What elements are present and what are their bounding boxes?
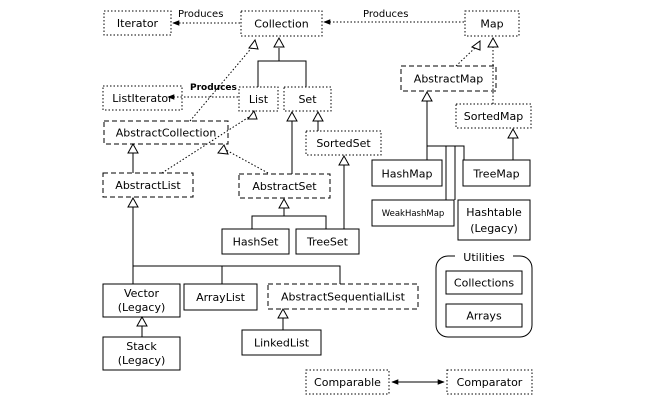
edge-abstractcollection-collection bbox=[189, 44, 255, 122]
svg-text:ArrayList: ArrayList bbox=[196, 291, 246, 304]
svg-text:AbstractSequentialList: AbstractSequentialList bbox=[281, 291, 406, 304]
svg-text:(Legacy): (Legacy) bbox=[118, 354, 166, 367]
svg-text:AbstractCollection: AbstractCollection bbox=[116, 127, 217, 140]
node-abstractmap[interactable]: AbstractMap bbox=[400, 65, 497, 92]
utilities-group: Utilities Collections Arrays bbox=[435, 250, 533, 338]
edge-label-produces-2: Produces bbox=[363, 9, 408, 20]
svg-text:TreeMap: TreeMap bbox=[472, 168, 519, 181]
edge-branch-abstractmap-right bbox=[427, 145, 465, 160]
svg-text:Hashtable: Hashtable bbox=[466, 206, 522, 219]
inherit-arrow-abstractmap bbox=[421, 90, 433, 102]
svg-text:Collection: Collection bbox=[254, 18, 308, 31]
svg-text:Comparator: Comparator bbox=[457, 376, 523, 389]
inherit-arrow-vector bbox=[136, 315, 148, 327]
node-set[interactable]: Set bbox=[283, 86, 332, 112]
node-weakhashmap[interactable]: WeakHashMap bbox=[371, 199, 455, 227]
svg-text:Collections: Collections bbox=[454, 277, 514, 290]
node-hashset[interactable]: HashSet bbox=[221, 228, 290, 255]
svg-text:TreeSet: TreeSet bbox=[306, 236, 349, 249]
svg-text:AbstractMap: AbstractMap bbox=[414, 73, 483, 86]
svg-text:Comparable: Comparable bbox=[314, 376, 381, 389]
svg-text:(Legacy): (Legacy) bbox=[470, 222, 518, 235]
svg-text:HashMap: HashMap bbox=[382, 168, 433, 181]
edge-abstractset-abstractcollection bbox=[225, 149, 269, 174]
node-sortedmap[interactable]: SortedMap bbox=[455, 103, 532, 129]
inherit-arrow-sortedset bbox=[338, 154, 350, 166]
inherit-arrow-abstractcollection-collection bbox=[248, 38, 259, 50]
edge-list-set-to-collection bbox=[257, 60, 307, 87]
svg-text:AbstractSet: AbstractSet bbox=[252, 180, 317, 193]
node-abstractset[interactable]: AbstractSet bbox=[238, 173, 331, 199]
node-hashtable[interactable]: Hashtable (Legacy) bbox=[457, 199, 531, 241]
inherit-arrow-abstractlist bbox=[127, 196, 139, 208]
node-comparator[interactable]: Comparator bbox=[446, 369, 533, 395]
utilities-title: Utilities bbox=[463, 251, 505, 264]
node-vector[interactable]: Vector (Legacy) bbox=[102, 283, 181, 318]
node-linkedlist[interactable]: LinkedList bbox=[241, 329, 322, 356]
inherit-arrow-sortedmap bbox=[507, 127, 519, 139]
svg-text:Set: Set bbox=[298, 93, 317, 106]
node-stack[interactable]: Stack (Legacy) bbox=[102, 336, 181, 371]
node-abstractlist[interactable]: AbstractList bbox=[102, 172, 194, 198]
inherit-arrow-list bbox=[247, 109, 258, 120]
svg-text:Map: Map bbox=[480, 18, 503, 31]
svg-text:List: List bbox=[249, 93, 269, 106]
node-treeset[interactable]: TreeSet bbox=[295, 228, 360, 255]
node-map[interactable]: Map bbox=[464, 10, 520, 37]
inherit-arrow-abstractcollection-2 bbox=[217, 144, 229, 155]
svg-text:SortedSet: SortedSet bbox=[316, 137, 371, 150]
edge-label-produces-3: Produces bbox=[190, 83, 237, 93]
svg-text:Iterator: Iterator bbox=[117, 17, 159, 30]
node-collections[interactable]: Collections bbox=[445, 270, 523, 295]
svg-text:WeakHashMap: WeakHashMap bbox=[382, 209, 445, 219]
inherit-arrow-collection bbox=[273, 36, 285, 48]
inherit-arrow-abstractcollection bbox=[127, 142, 139, 154]
node-abstractcollection[interactable]: AbstractCollection bbox=[103, 120, 229, 145]
inherit-arrow-abstractset bbox=[278, 197, 290, 209]
node-treemap[interactable]: TreeMap bbox=[462, 159, 531, 187]
edge-label-produces-1: Produces bbox=[178, 9, 223, 20]
svg-text:Arrays: Arrays bbox=[466, 310, 502, 323]
svg-text:AbstractList: AbstractList bbox=[115, 179, 181, 192]
inherit-arrow-abstractsequentiallist bbox=[277, 307, 289, 319]
node-arrays[interactable]: Arrays bbox=[445, 303, 523, 328]
inherit-arrow-set-2 bbox=[312, 110, 324, 122]
svg-text:(Legacy): (Legacy) bbox=[118, 301, 166, 314]
node-list[interactable]: List bbox=[238, 86, 279, 112]
svg-text:Vector: Vector bbox=[124, 287, 160, 300]
inherit-arrow-map-1 bbox=[470, 40, 481, 51]
node-listiterator[interactable]: ListIterator bbox=[102, 85, 183, 111]
edge-hashset-treeset bbox=[251, 215, 327, 229]
edge-branch-abstractlist bbox=[133, 265, 341, 284]
inherit-arrow-map-2 bbox=[487, 36, 499, 48]
svg-text:HashSet: HashSet bbox=[233, 236, 279, 249]
node-abstractsequentiallist[interactable]: AbstractSequentialList bbox=[267, 283, 419, 310]
node-arraylist[interactable]: ArrayList bbox=[183, 283, 258, 311]
node-collection[interactable]: Collection bbox=[240, 10, 323, 37]
svg-text:LinkedList: LinkedList bbox=[254, 337, 310, 350]
node-comparable[interactable]: Comparable bbox=[305, 369, 390, 395]
edge-abstractmap-map bbox=[455, 45, 478, 67]
svg-text:SortedMap: SortedMap bbox=[464, 110, 524, 123]
svg-text:ListIterator: ListIterator bbox=[112, 92, 173, 105]
svg-text:Stack: Stack bbox=[126, 340, 157, 353]
node-iterator[interactable]: Iterator bbox=[103, 10, 172, 36]
inherit-arrow-set-1 bbox=[286, 110, 298, 122]
node-hashmap[interactable]: HashMap bbox=[371, 159, 443, 187]
connectors bbox=[127, 19, 519, 385]
node-sortedset[interactable]: SortedSet bbox=[305, 130, 382, 156]
